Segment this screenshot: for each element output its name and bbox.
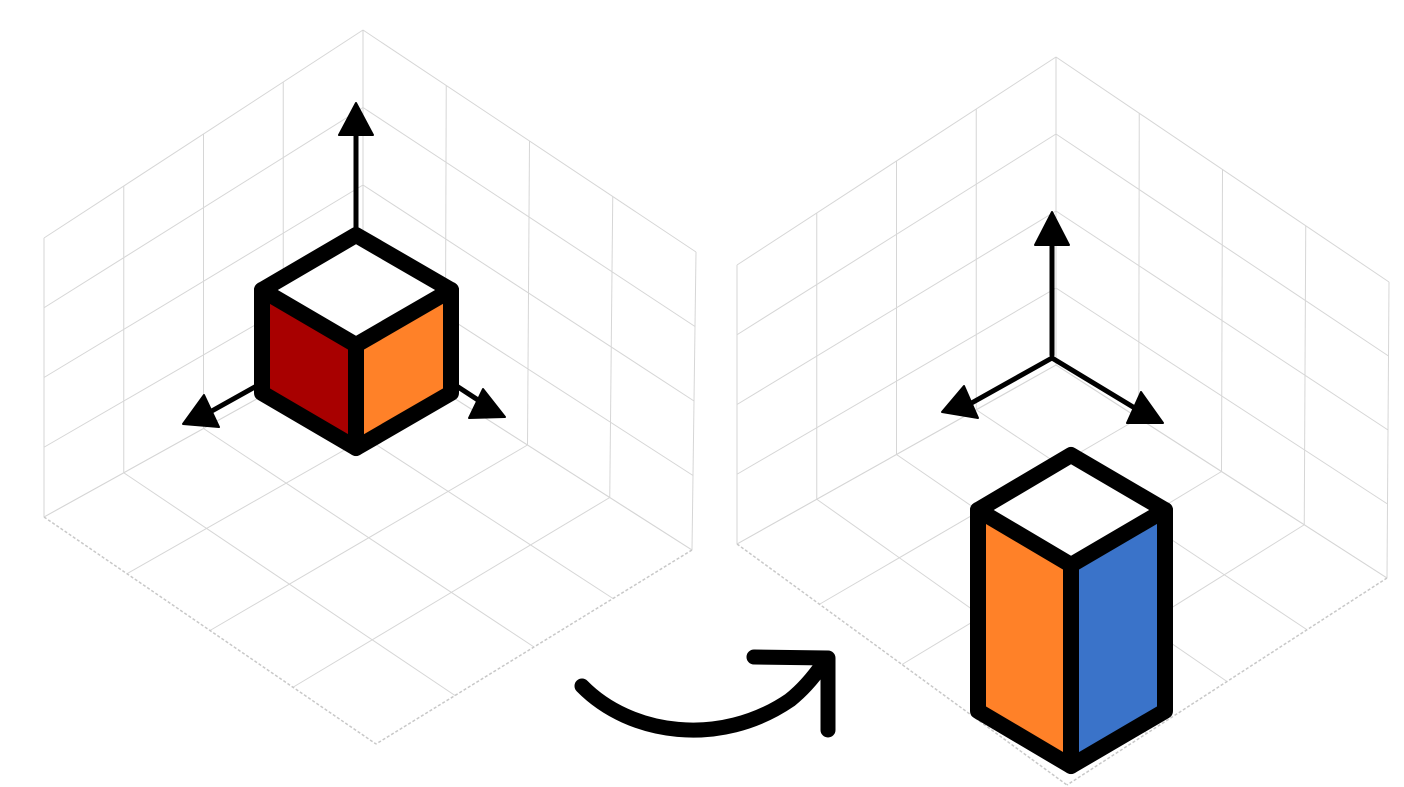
left-cube xyxy=(254,227,459,456)
grid-line xyxy=(1386,281,1390,579)
right-panel xyxy=(736,56,1390,786)
grid-line xyxy=(1055,210,1389,431)
grid-line xyxy=(736,543,1068,786)
right-arrow-icon xyxy=(1126,391,1164,424)
grid-line xyxy=(609,196,614,498)
grid-line xyxy=(123,472,456,696)
curved-arrow-head xyxy=(746,649,836,738)
grid-line xyxy=(1055,133,1389,357)
grid-line xyxy=(691,251,697,551)
grid-line xyxy=(362,107,696,327)
cube-left-face xyxy=(262,290,356,448)
right-axis-left-line xyxy=(965,355,1055,408)
box-right-face xyxy=(1071,510,1165,766)
grid-line xyxy=(43,29,364,239)
grid-line xyxy=(362,184,695,402)
grid-line xyxy=(209,444,528,631)
left-axes xyxy=(182,102,506,428)
left-arrow-icon xyxy=(182,394,220,428)
grid-line xyxy=(375,549,693,745)
up-arrow-icon xyxy=(1034,211,1070,246)
right-box xyxy=(970,447,1173,774)
grid-line xyxy=(43,107,364,309)
grid-line xyxy=(1066,577,1388,786)
grid-line xyxy=(362,29,697,253)
grid-line xyxy=(292,497,611,688)
left-axis-left-line xyxy=(207,380,265,415)
grid-line xyxy=(736,56,1057,266)
left-panel xyxy=(43,29,697,745)
grid-line xyxy=(1055,56,1390,283)
curved-arrow-icon xyxy=(574,657,830,738)
right-arrow-icon xyxy=(468,388,506,419)
up-arrow-icon xyxy=(338,102,374,136)
grid-line xyxy=(43,184,364,378)
transition-arrow xyxy=(574,649,836,738)
grid-line xyxy=(736,210,1057,405)
right-axes xyxy=(941,211,1164,424)
grid-line xyxy=(736,133,1057,336)
grid-line xyxy=(1303,225,1307,525)
box-left-face xyxy=(978,510,1071,766)
left-arrow-icon xyxy=(941,385,979,419)
cube-right-face xyxy=(356,290,451,448)
right-axis-right-line xyxy=(1049,355,1141,413)
grid-line xyxy=(43,516,377,745)
